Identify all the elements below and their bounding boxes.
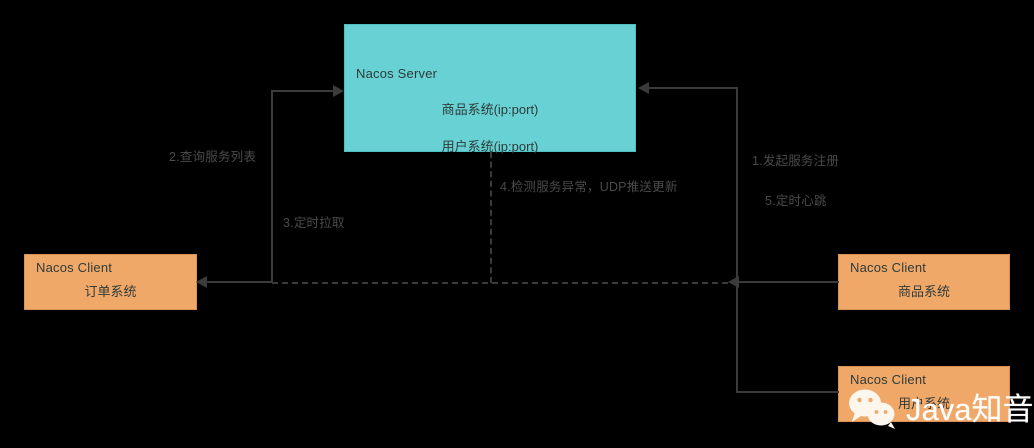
edge-user-client-feed	[736, 391, 839, 393]
goods-client-name: 商品系统	[897, 284, 950, 299]
goods-client-title: Nacos Client	[850, 260, 927, 275]
edge-label-query-list: 2.查询服务列表	[169, 150, 257, 164]
edge-query-list-segment	[271, 90, 335, 92]
edge-label-heartbeat: 5.定时心跳	[765, 194, 827, 208]
edge-register-segment	[648, 87, 738, 89]
edge-label-pull: 3.定时拉取	[283, 216, 345, 230]
edge-goods-client-feed	[736, 281, 839, 283]
order-client-title: Nacos Client	[36, 260, 113, 275]
order-client-name: 订单系统	[84, 284, 137, 299]
edge-label-udp-push: 4.检测服务异常，UDP推送更新	[500, 180, 678, 194]
edge-right-riser	[736, 87, 738, 393]
server-entry-goods: 商品系统(ip:port)	[441, 102, 539, 117]
user-client-title: Nacos Client	[850, 372, 927, 387]
node-nacos-server[interactable]: Nacos Server 商品系统(ip:port) 用户系统(ip:port)	[344, 24, 636, 154]
edge-pull-arrowhead	[196, 276, 207, 288]
edge-register-arrowhead	[638, 82, 649, 94]
edge-udp-push-arrowhead-left	[728, 276, 739, 288]
edge-pull-solid-segment	[206, 281, 273, 283]
edge-udp-push-horizontal	[272, 282, 738, 284]
user-client-name: 用户系统	[897, 396, 950, 411]
edge-label-register: 1.发起服务注册	[752, 154, 840, 168]
edge-left-riser	[271, 90, 273, 283]
node-order-client[interactable]: Nacos Client 订单系统	[24, 254, 197, 310]
server-entry-user: 用户系统(ip:port)	[441, 139, 539, 154]
edge-query-list-arrowhead	[333, 85, 344, 97]
edge-udp-push-vertical	[490, 152, 492, 283]
node-user-client[interactable]: Nacos Client 用户系统	[838, 366, 1010, 422]
node-goods-client[interactable]: Nacos Client 商品系统	[838, 254, 1010, 310]
server-title: Nacos Server	[356, 66, 438, 81]
